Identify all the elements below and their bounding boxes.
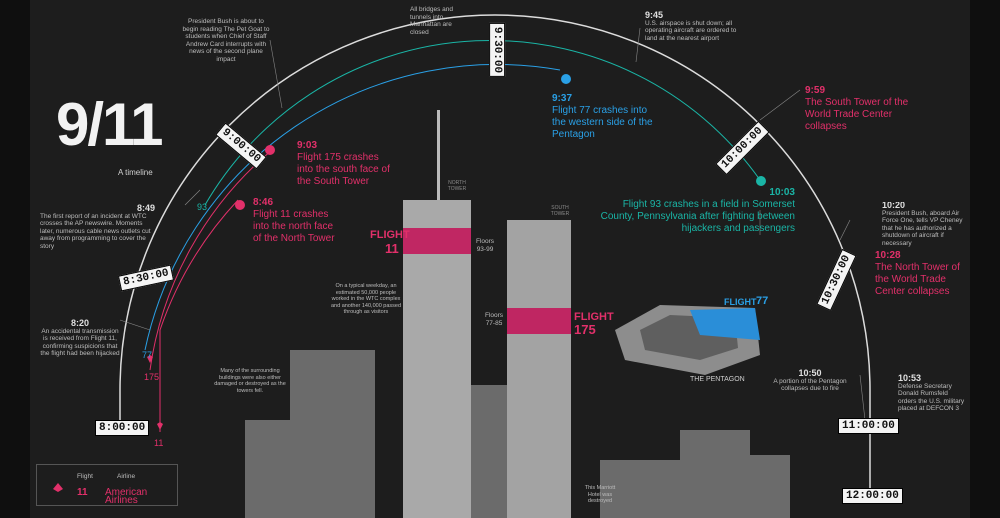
track-label-11: 11 [154, 438, 164, 448]
track-label-93: 93 [197, 202, 208, 212]
twin-towers [403, 110, 571, 518]
south-tower-floors: Floors 77-85 [484, 312, 504, 327]
event-0820-text: An accidental transmission is received f… [40, 327, 120, 358]
plane-icon-crash-11 [235, 200, 245, 210]
event-1053-text: Defense Secretary Donald Rumsfeld orders… [898, 382, 965, 413]
event-0945-time: 9:45 [645, 10, 664, 20]
event-bush-pet-goat: President Bush is about to begin reading… [182, 18, 270, 63]
legend-col-flight: Flight [77, 473, 93, 480]
pentagon-label: THE PENTAGON [690, 376, 745, 383]
page-title: 9/11 [56, 91, 163, 158]
event-1003-text: Flight 93 crashes in a field in Somerset… [600, 199, 795, 234]
flight-11-track [159, 199, 239, 432]
pentagon-flight-num: 77 [756, 295, 769, 307]
surrounding-buildings-note: Many of the surrounding buildings were a… [214, 368, 286, 394]
event-0945: 9:45 U.S. airspace is shut down; all ope… [645, 10, 740, 42]
plane-icon-11 [157, 422, 163, 430]
plane-icon-crash-175 [265, 145, 275, 155]
event-1020: 10:20 President Bush, aboard Air Force O… [882, 202, 968, 247]
legend-row-flight: 11 [77, 487, 88, 498]
main-timeline-arc [119, 14, 871, 500]
south-tower-flight-word: FLIGHT [574, 311, 614, 323]
track-label-175: 175 [144, 372, 160, 382]
event-1050-text: A portion of the Pentagon collapses due … [773, 377, 847, 393]
flight-175-track [149, 149, 273, 371]
event-0959-text: The South Tower of the World Trade Cente… [805, 97, 909, 132]
event-0849-time: 8:49 [136, 203, 155, 213]
event-1028-text: The North Tower of the World Trade Cente… [875, 262, 960, 297]
event-1028: 10:28 The North Tower of the World Trade… [875, 250, 960, 298]
flight-93-track [204, 39, 761, 206]
event-bridges-closed: All bridges and tunnels into Manhattan a… [410, 6, 453, 36]
event-1050-time: 10:50 [798, 368, 822, 378]
plane-icon-crash-93 [756, 176, 766, 186]
track-label-77: 77 [142, 350, 153, 360]
event-0849: 8:49 The first report of an incident at … [40, 203, 155, 250]
event-0820: 8:20 An accidental transmission is recei… [40, 318, 120, 358]
north-tower-label: NORTH TOWER [447, 180, 467, 192]
legend-col-airline: Airline [117, 473, 136, 480]
plane-icon-crash-77 [561, 74, 571, 84]
wtc-workers-note: On a typical weekday, an estimated 50,00… [330, 283, 402, 315]
event-0945-text: U.S. airspace is shut down; all operatin… [645, 19, 737, 42]
event-1050: 10:50 A portion of the Pentagon collapse… [770, 368, 850, 393]
event-1003: 10:03 Flight 93 crashes in a field in So… [595, 187, 795, 235]
stamp-1100: 11:00:00 [838, 418, 899, 434]
event-0846: 8:46 Flight 11 crashes into the north fa… [253, 197, 343, 245]
event-1053: 10:53 Defense Secretary Donald Rumsfeld … [898, 373, 968, 413]
event-0846-text: Flight 11 crashes into the north face of… [253, 209, 335, 244]
event-0849-text: The first report of an incident at WTC c… [40, 212, 151, 250]
south-tower-flight-num: 175 [574, 322, 596, 337]
event-0903-time: 9:03 [297, 140, 318, 151]
left-frame [0, 0, 30, 518]
event-0820-time: 8:20 [70, 318, 89, 328]
stamp-0930: 9:30:00 [489, 22, 506, 78]
right-frame [970, 0, 1000, 518]
event-1028-time: 10:28 [875, 250, 901, 261]
pentagon-flight-word: FLIGHT [724, 297, 757, 307]
south-tower-label: SOUTH TOWER [550, 205, 570, 217]
event-0959-time: 9:59 [805, 85, 826, 96]
event-0903-text: Flight 175 crashes into the south face o… [297, 152, 390, 187]
north-tower-floors: Floors 93-99 [475, 238, 495, 253]
plane-icon-175 [147, 355, 153, 363]
pentagon-graphic [615, 305, 760, 375]
stamp-1200: 12:00:00 [842, 488, 903, 504]
event-1003-time: 10:03 [769, 187, 795, 198]
event-0937-time: 9:37 [552, 93, 573, 104]
event-0937-text: Flight 77 crashes into the western side … [552, 105, 653, 140]
event-0903: 9:03 Flight 175 crashes into the south f… [297, 140, 397, 188]
stamp-0800: 8:00:00 [95, 420, 150, 436]
event-1020-time: 10:20 [882, 202, 906, 210]
event-1053-time: 10:53 [898, 373, 922, 383]
north-tower-flight-num: 11 [385, 241, 399, 256]
event-1020-text: President Bush, aboard Air Force One, te… [882, 209, 963, 247]
legend-box: Flight Airline 11 American Airlines [36, 464, 178, 506]
page-subtitle: A timeline [118, 168, 153, 177]
event-0959: 9:59 The South Tower of the World Trade … [805, 85, 910, 133]
marriott-note: This Marriott Hotel was destroyed [584, 485, 616, 504]
north-tower-flight-word: FLIGHT [370, 229, 410, 241]
legend-row-airline: American Airlines [105, 487, 148, 506]
event-0846-time: 8:46 [253, 197, 274, 208]
legend-plane-icon [53, 483, 63, 492]
event-0937: 9:37 Flight 77 crashes into the western … [552, 93, 662, 141]
